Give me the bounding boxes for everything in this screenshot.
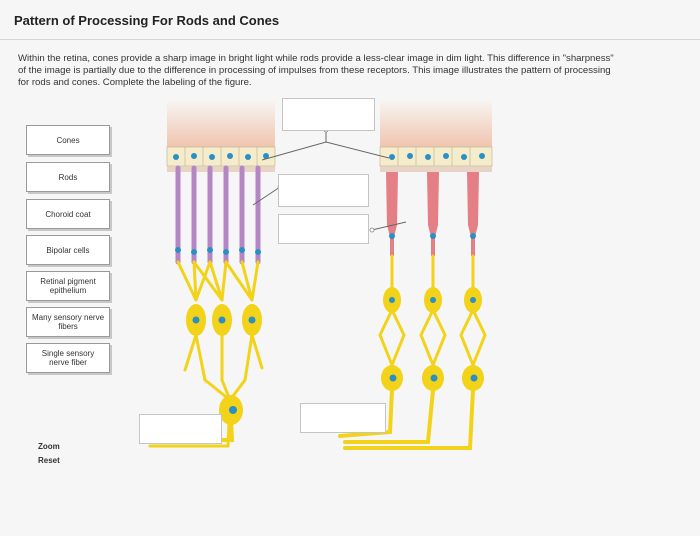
label-cones[interactable]: Cones <box>26 125 110 155</box>
label-single-sensory-nerve-fiber[interactable]: Single sensory nerve fiber <box>26 343 110 373</box>
rod-cells <box>175 165 261 265</box>
bipolar-neurons-right <box>338 254 487 450</box>
page-title: Pattern of Processing For Rods and Cones <box>14 13 280 28</box>
pigment-epithelium-left <box>166 146 276 167</box>
drop-zone-3[interactable] <box>278 214 369 244</box>
label-choroid-coat[interactable]: Choroid coat <box>26 199 110 229</box>
label-rods[interactable]: Rods <box>26 162 110 192</box>
drop-zone-5[interactable] <box>300 403 386 433</box>
pigment-epithelium-right <box>379 146 493 167</box>
drop-zone-4[interactable] <box>139 414 222 444</box>
label-retinal-pigment-epithelium[interactable]: Retinal pigment epithelium <box>26 271 110 301</box>
bipolar-cell-bodies-right <box>381 287 484 391</box>
label-bipolar-cells[interactable]: Bipolar cells <box>26 235 110 265</box>
cone-cells <box>386 172 479 256</box>
choroid-coat-left <box>167 100 275 148</box>
reset-button[interactable]: Reset <box>38 456 60 465</box>
instructions-text: Within the retina, cones provide a sharp… <box>18 53 614 88</box>
zoom-button[interactable]: Zoom <box>38 442 60 451</box>
leader-lines <box>252 131 407 231</box>
choroid-coat-right <box>380 100 492 148</box>
bipolar-cell-bodies-left <box>186 304 262 425</box>
title-divider <box>0 39 700 40</box>
drop-zone-1[interactable] <box>282 98 375 131</box>
label-many-sensory-nerve-fibers[interactable]: Many sensory nerve fibers <box>26 307 110 337</box>
drop-zone-2[interactable] <box>278 174 369 207</box>
